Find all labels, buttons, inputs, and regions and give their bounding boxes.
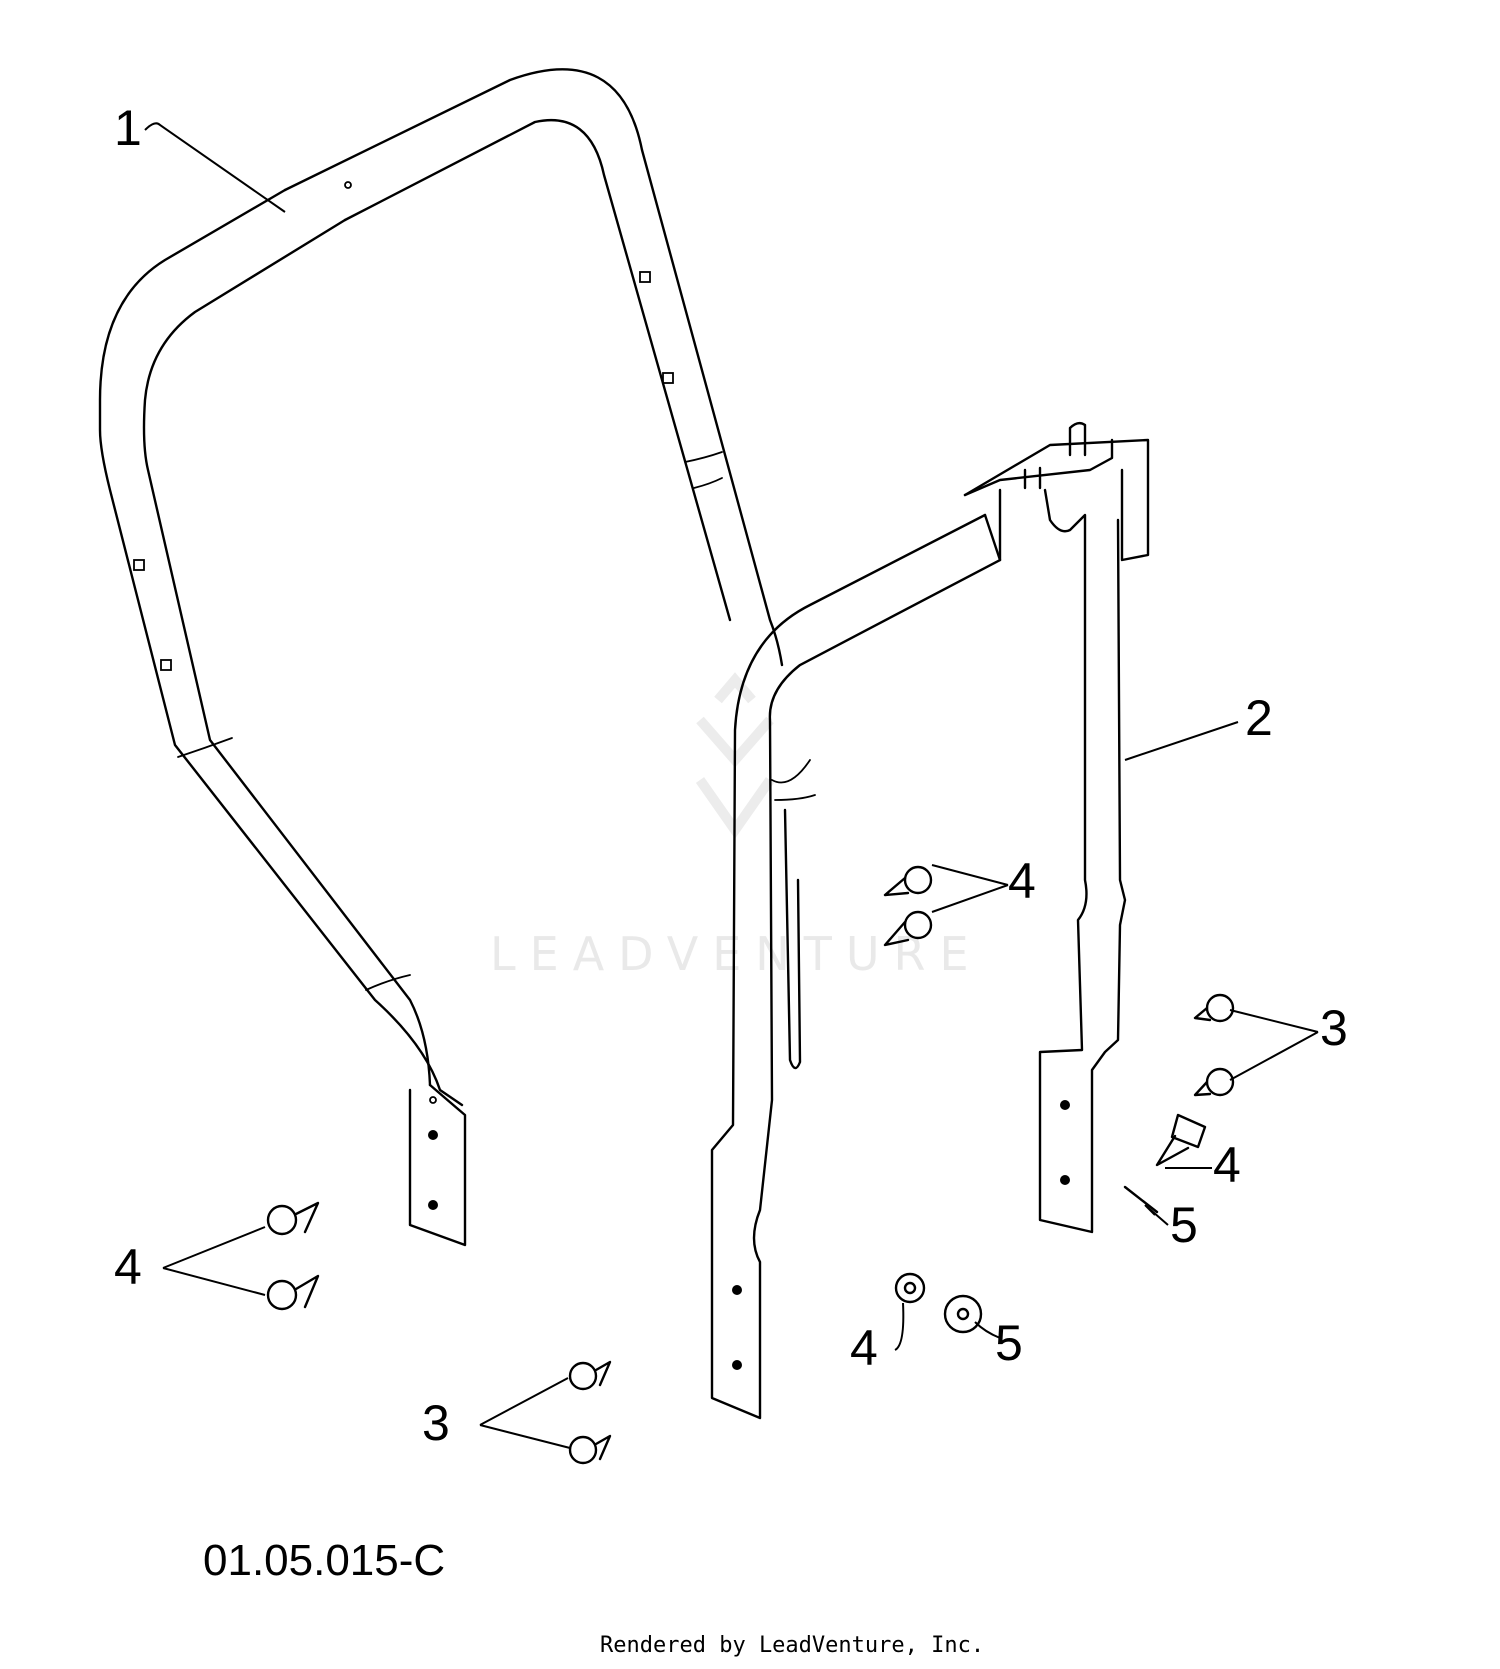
washer-5a	[943, 1294, 983, 1334]
callout-4-center: 4	[1008, 853, 1036, 909]
callout-5-bottom: 5	[995, 1315, 1023, 1371]
bolt-4b	[266, 1274, 320, 1311]
drawing-code: 01.05.015-C	[203, 1536, 445, 1585]
render-credit: Rendered by LeadVenture, Inc.	[600, 1633, 984, 1658]
bolt-3d	[568, 1434, 612, 1465]
bolt-4d	[883, 910, 933, 947]
callout-1: 1	[114, 100, 142, 156]
bolt-4e	[1155, 1113, 1207, 1167]
callout-4-bottom: 4	[850, 1320, 878, 1376]
callout-3-left: 3	[422, 1395, 450, 1451]
callout-4-right: 4	[1213, 1137, 1241, 1193]
callout-4-left: 4	[114, 1239, 142, 1295]
bolt-4c	[883, 865, 933, 897]
part-5-parts[interactable]	[943, 1185, 1159, 1334]
bolt-4f	[894, 1272, 926, 1304]
leader-lines	[144, 122, 1319, 1449]
part-1-loop-frame[interactable]	[98, 68, 784, 1247]
part-3-bolts[interactable]	[568, 993, 1235, 1465]
callout-3-right: 3	[1320, 1000, 1348, 1056]
part-4-bolts[interactable]	[266, 865, 1207, 1311]
callout-5-right: 5	[1170, 1197, 1198, 1253]
watermark-text: LEADVENTURE	[490, 927, 983, 981]
part-2-front-frame[interactable]	[710, 421, 1150, 1420]
bolt-4a	[266, 1201, 320, 1236]
bolt-3c	[568, 1360, 612, 1391]
bolt-3a	[1193, 993, 1235, 1023]
pin-5b	[1123, 1185, 1159, 1214]
watermark: LEADVENTURE	[490, 672, 983, 981]
callouts: 1 2 3 3 4 4 4 4 5 5	[114, 100, 1348, 1451]
callout-2: 2	[1245, 690, 1273, 746]
bolt-3b	[1193, 1067, 1235, 1097]
